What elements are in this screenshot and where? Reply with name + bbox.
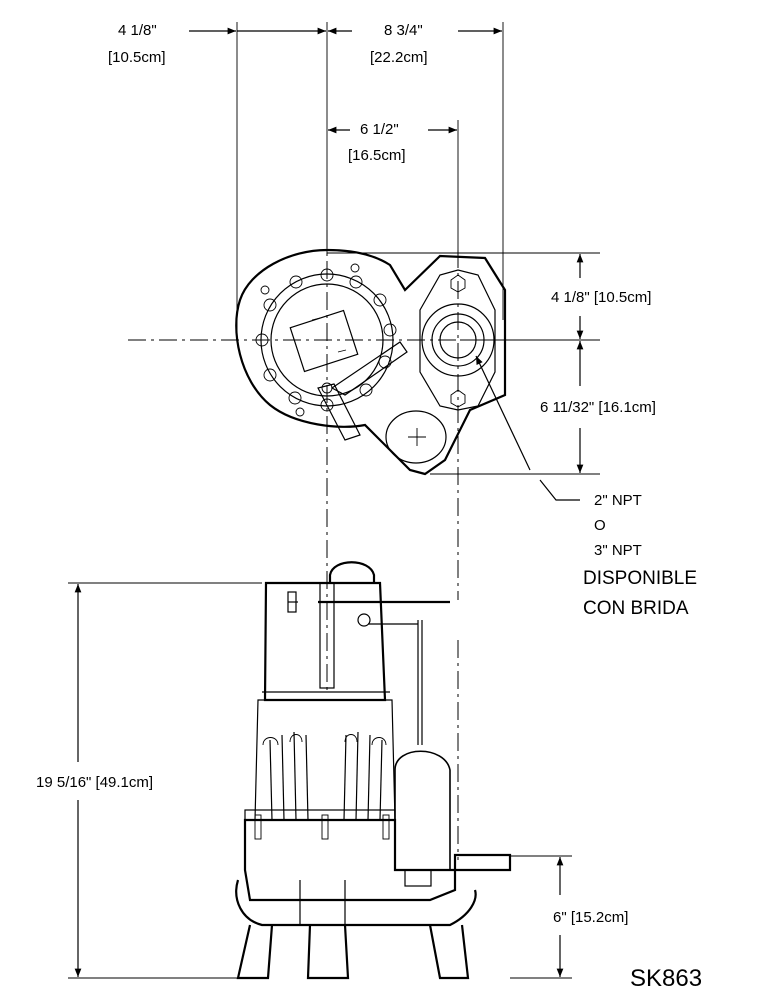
dimension-arrows — [74, 27, 584, 977]
dim-top-left-cm: [10.5cm] — [108, 49, 166, 66]
callout-line3: 3" NPT — [594, 542, 642, 559]
dim-lower-height: 6 11/32" [16.1cm] — [540, 399, 656, 416]
dim-overall-height: 19 5/16" [49.1cm] — [36, 774, 153, 791]
model-code: SK863 — [630, 965, 702, 992]
dim-top-total-cm: [22.2cm] — [370, 49, 428, 66]
dim-top-total-in: 8 3/4" — [384, 22, 423, 39]
dim-base-height: 6" [15.2cm] — [553, 909, 628, 926]
dim-upper-height: 4 1/8" [10.5cm] — [551, 289, 651, 306]
dim-top-left-in: 4 1/8" — [118, 22, 157, 39]
extension-lines — [68, 22, 600, 979]
callout-line4: DISPONIBLE — [583, 568, 697, 589]
callout-line2: O — [594, 517, 606, 534]
center-lines — [128, 230, 530, 860]
pump-top-view — [235, 248, 580, 501]
dim-discharge-cm: [16.5cm] — [348, 147, 406, 164]
callout-line1: 2" NPT — [594, 492, 642, 509]
pump-side-view — [235, 561, 512, 980]
dim-discharge-in: 6 1/2" — [360, 121, 399, 138]
callout-line5: CON BRIDA — [583, 598, 689, 619]
